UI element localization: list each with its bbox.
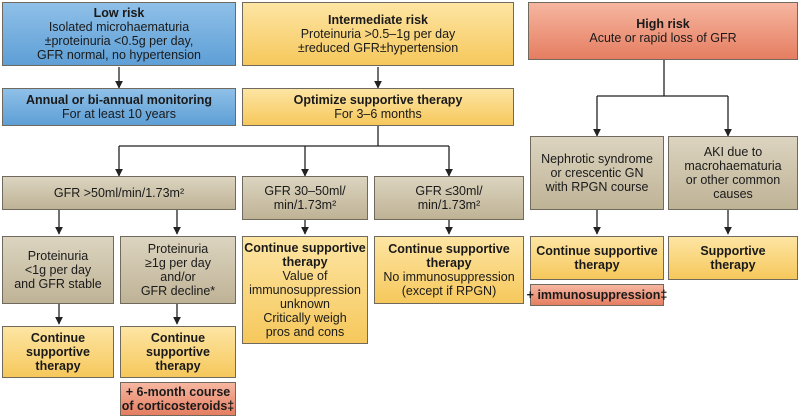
- high-risk-line: Acute or rapid loss of GFR: [589, 31, 737, 45]
- nephrotic-outcome-box: Continue supportive therapy: [530, 236, 664, 280]
- corticosteroids-line: of corticosteroids‡: [121, 399, 235, 413]
- proteinuria-decline-line: GFR decline*: [140, 284, 216, 298]
- nephrotic-line: or crescentic GN: [550, 166, 644, 180]
- proteinuria-decline-box: Proteinuria ≥1g per day and/or GFR decli…: [120, 236, 236, 304]
- continue-a-line: therapy: [35, 359, 81, 373]
- aki-outcome-title: Supportive: [700, 244, 766, 258]
- nephrotic-box: Nephrotic syndrome or crescentic GN with…: [530, 136, 664, 210]
- low-risk-line: Isolated microhaematuria: [48, 20, 190, 34]
- gfr-le30-box: GFR ≤30ml/ min/1.73m²: [374, 176, 524, 220]
- aki-outcome-title: therapy: [710, 258, 756, 272]
- gfr-gt50-label: GFR >50ml/min/1.73m²: [53, 186, 185, 200]
- mid-outcome-line: pros and cons: [265, 325, 345, 339]
- corticosteroids-line: + 6-month course: [125, 385, 231, 399]
- low-risk-line: GFR normal, no hypertension: [37, 48, 201, 62]
- mid-outcome-title: therapy: [282, 255, 328, 269]
- proteinuria-decline-line: ≥1g per day: [145, 256, 211, 270]
- optimize-title: Optimize supportive therapy: [293, 93, 463, 107]
- mid-outcome-line: Value of: [282, 269, 328, 283]
- immunosuppression-box: + immunosuppression‡: [527, 284, 667, 306]
- high-risk-box: High risk Acute or rapid loss of GFR: [528, 2, 798, 60]
- optimize-box: Optimize supportive therapy For 3–6 mont…: [242, 88, 514, 126]
- intermediate-risk-box: Intermediate risk Proteinuria >0.5–1g pe…: [242, 2, 514, 66]
- nephrotic-outcome-title: Continue supportive: [536, 244, 658, 258]
- low-gfr-outcome-box: Continue supportive therapy No immunosup…: [374, 236, 524, 304]
- gfr-30-50-label: min/1.73m²: [273, 198, 337, 212]
- aki-outcome-box: Supportive therapy: [668, 236, 798, 280]
- low-risk-title: Low risk: [93, 6, 145, 20]
- mid-outcome-line: Critically weigh: [263, 311, 347, 325]
- monitoring-box: Annual or bi-annual monitoring For at le…: [2, 88, 236, 126]
- proteinuria-decline-line: Proteinuria: [147, 242, 209, 256]
- aki-line: AKI due to: [703, 145, 763, 159]
- proteinuria-decline-line: and/or: [160, 270, 196, 284]
- nephrotic-line: Nephrotic syndrome: [541, 152, 653, 166]
- proteinuria-stable-line: <1g per day: [24, 263, 92, 277]
- low-gfr-outcome-title: therapy: [426, 256, 472, 270]
- corticosteroids-box: + 6-month course of corticosteroids‡: [120, 382, 236, 416]
- monitoring-title: Annual or bi-annual monitoring: [25, 93, 213, 107]
- gfr-30-50-box: GFR 30–50ml/ min/1.73m²: [242, 176, 368, 220]
- high-risk-title: High risk: [636, 17, 690, 31]
- immunosuppression-label: + immunosuppression‡: [526, 288, 668, 302]
- intermediate-risk-line: ±reduced GFR±hypertension: [297, 41, 459, 55]
- continue-supportive-b-box: Continue supportive therapy: [120, 326, 236, 378]
- gfr-30-50-label: GFR 30–50ml/: [264, 184, 346, 198]
- continue-supportive-a-box: Continue supportive therapy: [2, 326, 114, 378]
- intermediate-risk-title: Intermediate risk: [327, 13, 429, 27]
- gfr-le30-label: GFR ≤30ml/: [415, 184, 483, 198]
- proteinuria-stable-line: Proteinuria: [27, 249, 89, 263]
- continue-b-line: supportive: [146, 345, 210, 359]
- proteinuria-stable-box: Proteinuria <1g per day and GFR stable: [2, 236, 114, 304]
- low-gfr-outcome-title: Continue supportive: [388, 242, 510, 256]
- continue-a-line: Continue: [30, 331, 86, 345]
- aki-line: causes: [713, 187, 753, 201]
- aki-line: macrohaematuria: [684, 159, 782, 173]
- gfr-le30-label: min/1.73m²: [417, 198, 481, 212]
- low-gfr-outcome-line: No immunosuppression: [383, 270, 515, 284]
- nephrotic-line: with RPGN course: [545, 180, 649, 194]
- mid-outcome-line: unknown: [279, 297, 331, 311]
- continue-a-line: supportive: [26, 345, 90, 359]
- low-gfr-outcome-line: (except if RPGN): [401, 284, 497, 298]
- optimize-subtitle: For 3–6 months: [334, 107, 422, 121]
- intermediate-risk-line: Proteinuria >0.5–1g per day: [300, 27, 456, 41]
- mid-outcome-title: Continue supportive: [244, 241, 366, 255]
- mid-outcome-line: immunosuppression: [249, 283, 361, 297]
- nephrotic-outcome-title: therapy: [574, 258, 620, 272]
- proteinuria-stable-line: and GFR stable: [14, 277, 102, 291]
- low-risk-line: ±proteinuria <0.5g per day,: [44, 34, 194, 48]
- mid-outcome-box: Continue supportive therapy Value of imm…: [242, 236, 368, 344]
- aki-line: or other common: [685, 173, 781, 187]
- continue-b-line: Continue: [150, 331, 206, 345]
- gfr-gt50-box: GFR >50ml/min/1.73m²: [2, 176, 236, 210]
- monitoring-subtitle: For at least 10 years: [62, 107, 176, 121]
- low-risk-box: Low risk Isolated microhaematuria ±prote…: [2, 2, 236, 66]
- aki-box: AKI due to macrohaematuria or other comm…: [668, 136, 798, 210]
- continue-b-line: therapy: [155, 359, 201, 373]
